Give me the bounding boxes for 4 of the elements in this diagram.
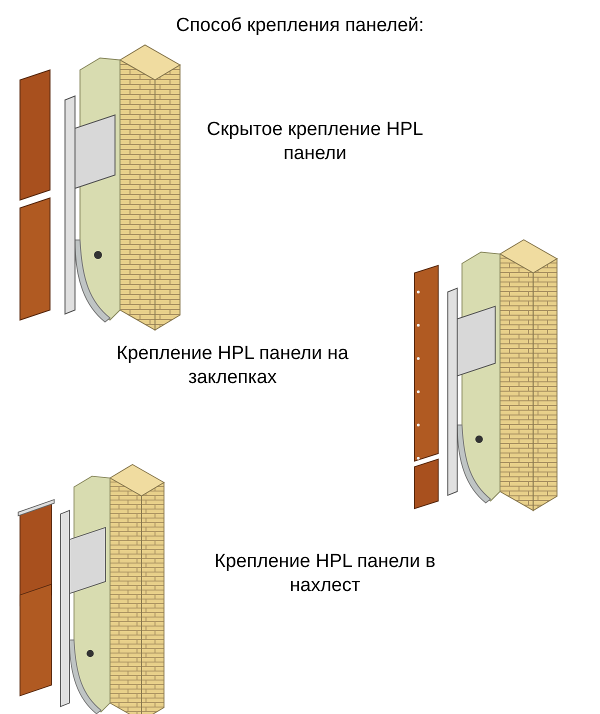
caption: Скрытое крепление HPL панели [206,118,424,166]
caption: Крепление HPL панели на заклепках [116,342,350,390]
caption: Крепление HPL панели в нахлест [214,550,436,598]
title: Способ крепления панелей: [175,14,425,38]
